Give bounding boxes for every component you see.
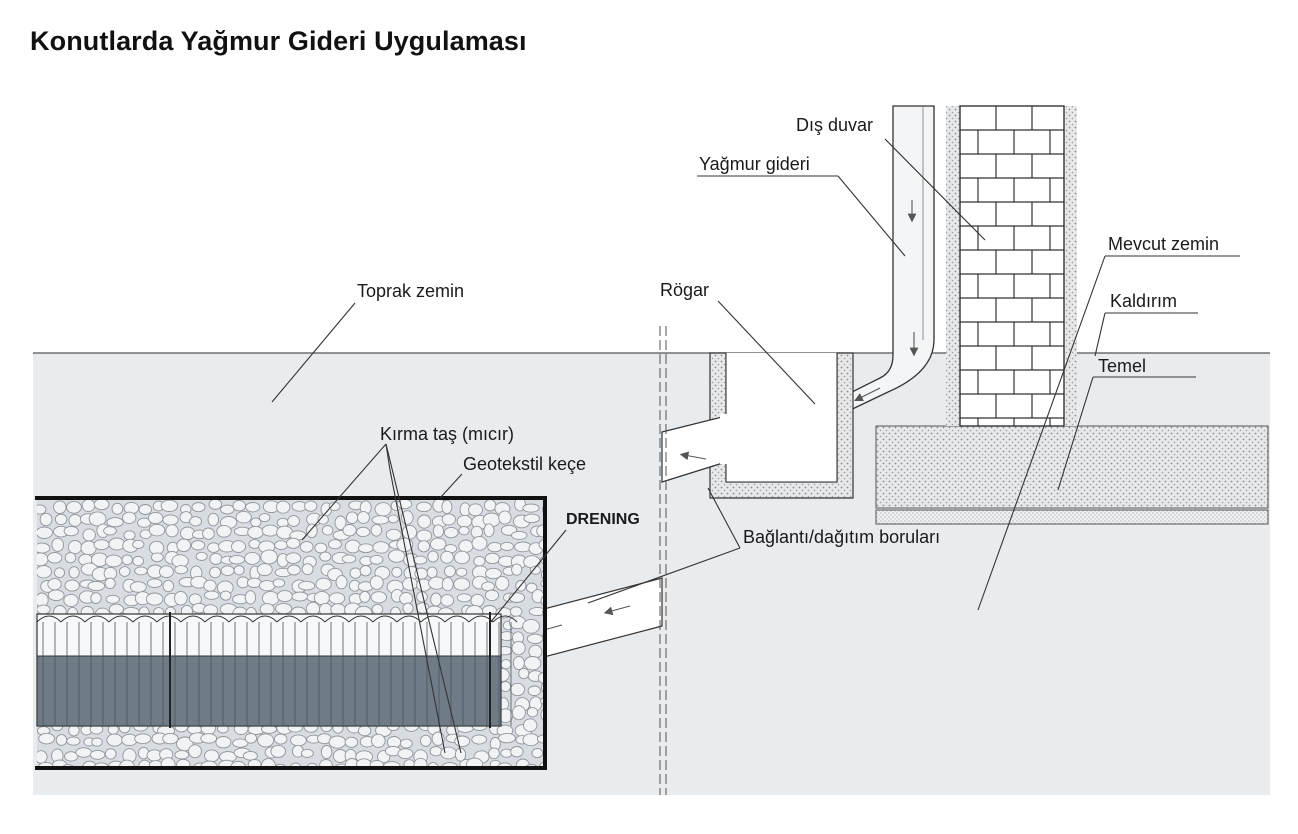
leader-drening: [489, 529, 567, 624]
leader-kirma-tas-3: [385, 443, 391, 471]
label-dis-duvar: Dış duvar: [796, 115, 873, 135]
label-kaldirim: Kaldırım: [1110, 291, 1177, 311]
leader-dis-duvar: [884, 138, 986, 241]
label-baglanti: Bağlantı/dağıtım boruları: [743, 527, 940, 547]
leader-baglanti-2: [587, 547, 741, 604]
leader-kirma-tas-2: [385, 443, 462, 754]
wall-plaster-left: [946, 106, 960, 426]
brick-wall: [959, 105, 1065, 427]
leader-kirma-tas-4: [389, 469, 446, 754]
label-geotekstil: Geotekstil keçe: [463, 454, 586, 474]
label-mevcut-zemin: Mevcut zemin: [1108, 234, 1219, 254]
label-rogar: Rögar: [660, 280, 709, 300]
leader-kirma-tas-1: [301, 443, 387, 541]
label-yagmur-gideri: Yağmur gideri: [699, 154, 810, 174]
label-toprak-zemin: Toprak zemin: [357, 281, 464, 301]
foundation-temel: [875, 425, 1269, 509]
label-temel: Temel: [1098, 356, 1146, 376]
leader-rogar: [717, 300, 816, 405]
flow-arrow-3: [854, 387, 881, 401]
sidewalk-kaldirim: [875, 509, 1269, 525]
page-title: Konutlarda Yağmur Gideri Uygulaması: [30, 26, 527, 56]
brick-courses: [960, 106, 1064, 426]
leader-baglanti-1: [707, 487, 741, 549]
flow-arrow-5: [603, 605, 631, 616]
leader-toprak-zemin: [271, 302, 356, 403]
label-drening: DRENING: [566, 511, 640, 528]
wall-plaster-right: [1064, 106, 1077, 426]
flow-arrow-4: [679, 451, 707, 461]
leader-mevcut-zemin-2: [977, 255, 1106, 611]
drening-modules: [36, 612, 518, 728]
downpipe-yagmur-gideri: [835, 105, 935, 415]
leader-geotekstil: [439, 473, 463, 499]
leader-kaldirim-2: [1094, 312, 1106, 357]
label-kirma-tas: Kırma taş (mıcır): [380, 424, 514, 444]
leader-temel-2: [1057, 376, 1094, 491]
leader-yagmur-gideri-2: [837, 175, 906, 257]
geotextile-frame: [35, 496, 547, 770]
rogar-chamber-inner: [726, 353, 837, 482]
